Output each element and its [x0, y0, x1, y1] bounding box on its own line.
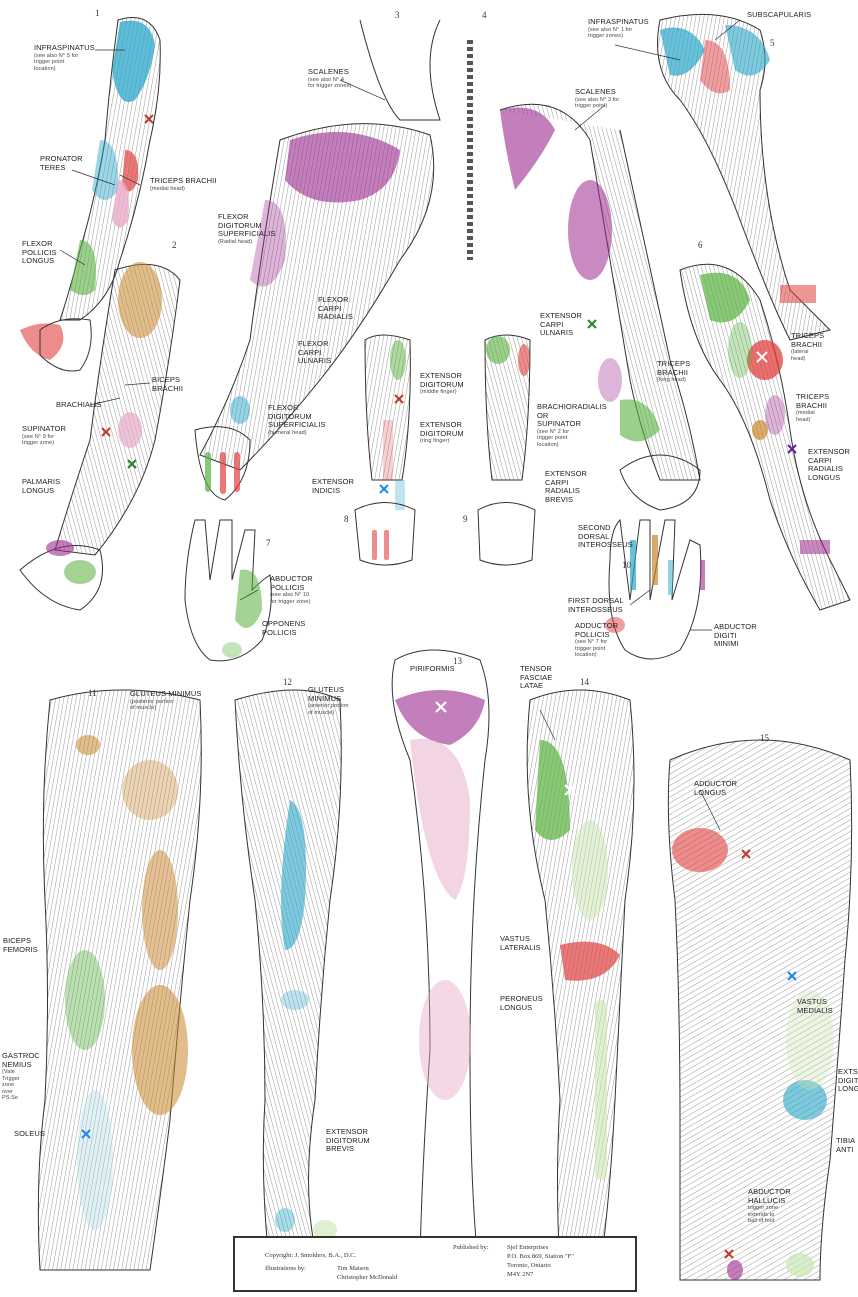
- muscle-label: FLEXOR POLLICIS LONGUS: [22, 240, 57, 266]
- muscle-label: TRICEPS BRACHII(lateral head): [791, 332, 824, 362]
- muscle-label: ABDUCTOR POLLICIS(see also N° 10 for tri…: [270, 575, 313, 605]
- figure-13-leg: [392, 650, 489, 1280]
- figure-number: 5: [770, 38, 775, 48]
- muscle-label: FIRST DORSAL INTEROSSEUS: [568, 597, 624, 614]
- figure-14-leg: [527, 690, 634, 1270]
- publisher-address: Toronto, Ontario: [507, 1262, 551, 1270]
- muscle-label: FLEXOR CARPI RADIALIS: [318, 296, 353, 322]
- muscle-label: BICEPS FEMORIS: [3, 937, 38, 954]
- illustrations-label: Illustrations by:: [265, 1265, 306, 1273]
- muscle-label: TRICEPS BRACHII(medial head): [150, 177, 217, 192]
- muscle-label: BRACHIALIS: [56, 401, 102, 410]
- muscle-label: EXTENSOR CARPI ULNARIS: [540, 312, 582, 338]
- figure-number: 15: [760, 733, 769, 743]
- figure-11-legs: [38, 690, 201, 1270]
- muscle-label: EXTS DIGIT LONG: [838, 1068, 858, 1094]
- muscle-label: ABDUCTOR DIGITI MINIMI: [714, 623, 757, 649]
- muscle-label: EXTENSOR DIGITORUM BREVIS: [326, 1128, 370, 1154]
- published-label: Published by:: [453, 1244, 489, 1252]
- copyright-text: Copyright: J. Smolders, B.A., D.C.: [265, 1252, 356, 1260]
- muscle-label: ADDUCTOR LONGUS: [694, 780, 737, 797]
- muscle-label: PERONEUS LONGUS: [500, 995, 543, 1012]
- muscle-label: INFRASPINATUS(see also N° 1 for trigger …: [588, 18, 649, 40]
- muscle-label: PIRIFORMIS: [410, 665, 455, 674]
- muscle-label: FLEXOR CARPI ULNARIS: [298, 340, 331, 366]
- muscle-label: GLUTEUS MINIMUS(anterior portion of musc…: [308, 686, 349, 716]
- illustrator-name: Tim Matson: [337, 1265, 369, 1273]
- muscle-label: TRICEPS BRACHII(medial head): [796, 393, 829, 423]
- muscle-label: INFRASPINATUS(see also N° 5 for trigger …: [34, 44, 95, 72]
- muscle-label: EXTENSOR DIGITORUM(middle finger): [420, 372, 464, 396]
- figure-number: 2: [172, 240, 177, 250]
- muscle-label: FLEXOR DIGITORUM SUPERFICIALIS(Radial he…: [218, 213, 276, 245]
- muscle-label: SCALENES(see also N° 4 for trigger zones…: [308, 68, 351, 90]
- muscle-label: EXTENSOR INDICIS: [312, 478, 354, 495]
- figure-number: 8: [344, 514, 349, 524]
- figure-number: 9: [463, 514, 468, 524]
- muscle-label: TENSOR FASCIAE LATAE: [520, 665, 552, 691]
- muscle-label: PRONATOR TERES: [40, 155, 83, 172]
- muscle-label: BICEPS BRACHII: [152, 376, 183, 393]
- figure-number: 14: [580, 677, 589, 687]
- trigger-mark: [380, 485, 388, 493]
- muscle-label: SUPINATOR(see N° 9 for trigger zone): [22, 425, 66, 447]
- figure-9-forearm: [478, 335, 535, 565]
- figure-number: 3: [395, 10, 400, 20]
- publisher-name: Sjef Enterprises: [507, 1244, 548, 1252]
- muscle-label: SOLEUS: [14, 1130, 45, 1139]
- illustrator-name: Christopher McDonald: [337, 1274, 397, 1282]
- muscle-label: EXTENSOR DIGITORUM(ring finger): [420, 421, 464, 445]
- muscle-label: TRICEPS BRACHII(long head): [657, 360, 690, 384]
- figure-number: 7: [266, 538, 271, 548]
- muscle-label: OPPONENS POLLICIS: [262, 620, 305, 637]
- figure-number: 4: [482, 10, 487, 20]
- publisher-address: P.O. Box 869, Station "F": [507, 1253, 574, 1261]
- muscle-label: FLEXOR DIGITORUM SUPERFICIALIS(humeral h…: [268, 404, 326, 436]
- figure-number: 1: [95, 8, 100, 18]
- muscle-label: GASTROC NEMIUS(Vale Trigger zone over PS…: [2, 1052, 40, 1102]
- figure-12-leg: [235, 690, 341, 1270]
- figure-number: 12: [283, 677, 292, 687]
- muscle-label: GLUTEUS MINIMUS(posterior portion of mus…: [130, 690, 202, 712]
- muscle-label: EXTENSOR CARPI RADIALIS LONGUS: [808, 448, 850, 482]
- muscle-label: SECOND DORSAL INTEROSSEUS: [578, 524, 633, 550]
- credits-box: Copyright: J. Smolders, B.A., D.C. Illus…: [233, 1236, 637, 1292]
- muscle-label: ADDUCTOR POLLICIS(see N° 7 for trigger p…: [575, 622, 618, 659]
- muscle-label: SUBSCAPULARIS: [747, 11, 811, 20]
- muscle-label: EXTENSOR CARPI RADIALIS BREVIS: [545, 470, 587, 504]
- figure-number: 6: [698, 240, 703, 250]
- trigger-mark: [588, 320, 596, 328]
- figure-number: 11: [88, 688, 97, 698]
- muscle-label: VASTUS MEDIALIS: [797, 998, 833, 1015]
- figure-6-arm: [680, 264, 850, 610]
- figure-7-hand: [185, 520, 271, 661]
- muscle-label: TIBIA ANTI: [836, 1137, 855, 1154]
- muscle-label: BRACHIORADIALIS OR SUPINATOR(see N° 2 fo…: [537, 403, 607, 448]
- muscle-label: PALMARIS LONGUS: [22, 478, 60, 495]
- figure-number: 10: [622, 560, 631, 570]
- muscle-label: SCALENES(see also N° 3 for trigger point…: [575, 88, 619, 110]
- figure-8-forearm: [355, 335, 415, 565]
- publisher-postal: M4Y 2N7: [507, 1271, 533, 1279]
- muscle-label: VASTUS LATERALIS: [500, 935, 541, 952]
